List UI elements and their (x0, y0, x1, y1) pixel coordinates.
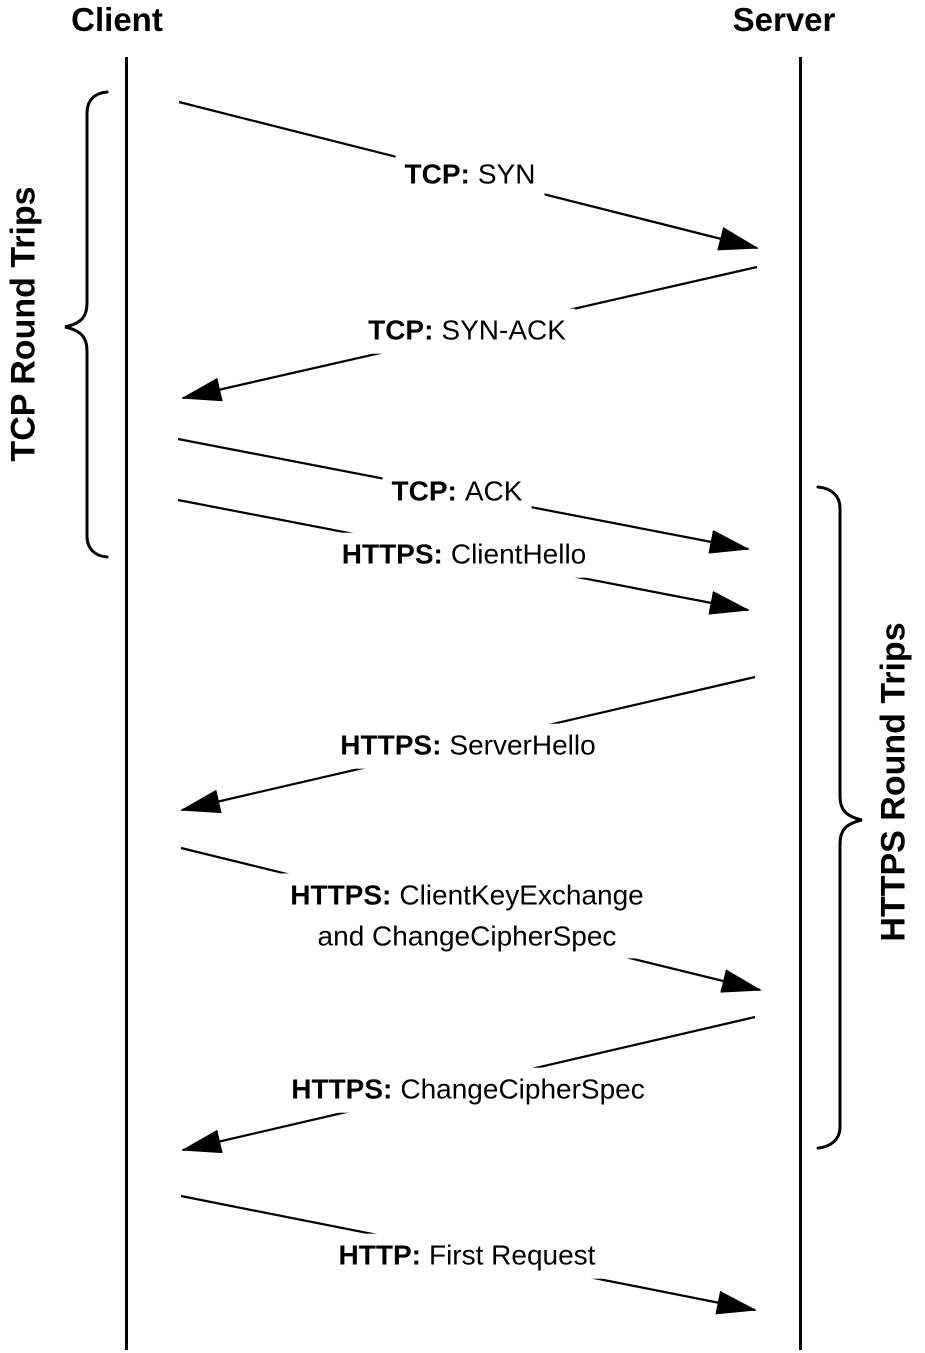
message-text: ClientKeyExchange (399, 879, 644, 911)
message-label-tcp-syn-ack: TCP:SYN-ACK (359, 308, 575, 354)
actor-label-server: Server (732, 1, 836, 38)
message-text: ServerHello (449, 729, 596, 761)
protocol-prefix: TCP: (404, 158, 470, 190)
message-label-https-clienthello: HTTPS:ClientHello (332, 532, 596, 578)
message-text: SYN-ACK (441, 314, 566, 346)
message-text: SYN (477, 158, 536, 190)
message-text-line1: HTTPS:ClientKeyExchange (290, 875, 643, 916)
protocol-prefix: TCP: (368, 314, 434, 346)
actor-label-client: Client (71, 1, 163, 38)
message-text-line2: and ChangeCipherSpec (317, 920, 617, 951)
protocol-prefix: HTTP: (338, 1239, 421, 1271)
tcp-round-trips-brace (64, 90, 109, 559)
message-label-http-first-request: HTTP:First Request (329, 1233, 605, 1279)
message-label-https-changecipherspec: HTTPS:ChangeCipherSpec (282, 1067, 654, 1113)
message-label-https-serverhello: HTTPS:ServerHello (331, 723, 605, 769)
message-label-https-clientkeyexchange: HTTPS:ClientKeyExchange and ChangeCipher… (281, 873, 653, 959)
message-text: ClientHello (450, 538, 587, 570)
protocol-prefix: TCP: (391, 475, 457, 507)
message-label-tcp-ack: TCP:ACK (382, 469, 532, 515)
message-text: ChangeCipherSpec (400, 1073, 645, 1105)
message-text: ACK (464, 475, 523, 507)
protocol-prefix: HTTPS: (341, 538, 443, 570)
tcp-round-trips-label: TCP Round Trips (4, 186, 43, 462)
protocol-prefix: HTTPS: (291, 1073, 393, 1105)
https-round-trips-brace (816, 485, 863, 1150)
https-round-trips-label: HTTPS Round Trips (874, 622, 913, 942)
message-label-tcp-syn: TCP:SYN (395, 152, 545, 198)
protocol-prefix: HTTPS: (290, 879, 392, 911)
protocol-prefix: HTTPS: (340, 729, 442, 761)
message-text: First Request (428, 1239, 596, 1271)
